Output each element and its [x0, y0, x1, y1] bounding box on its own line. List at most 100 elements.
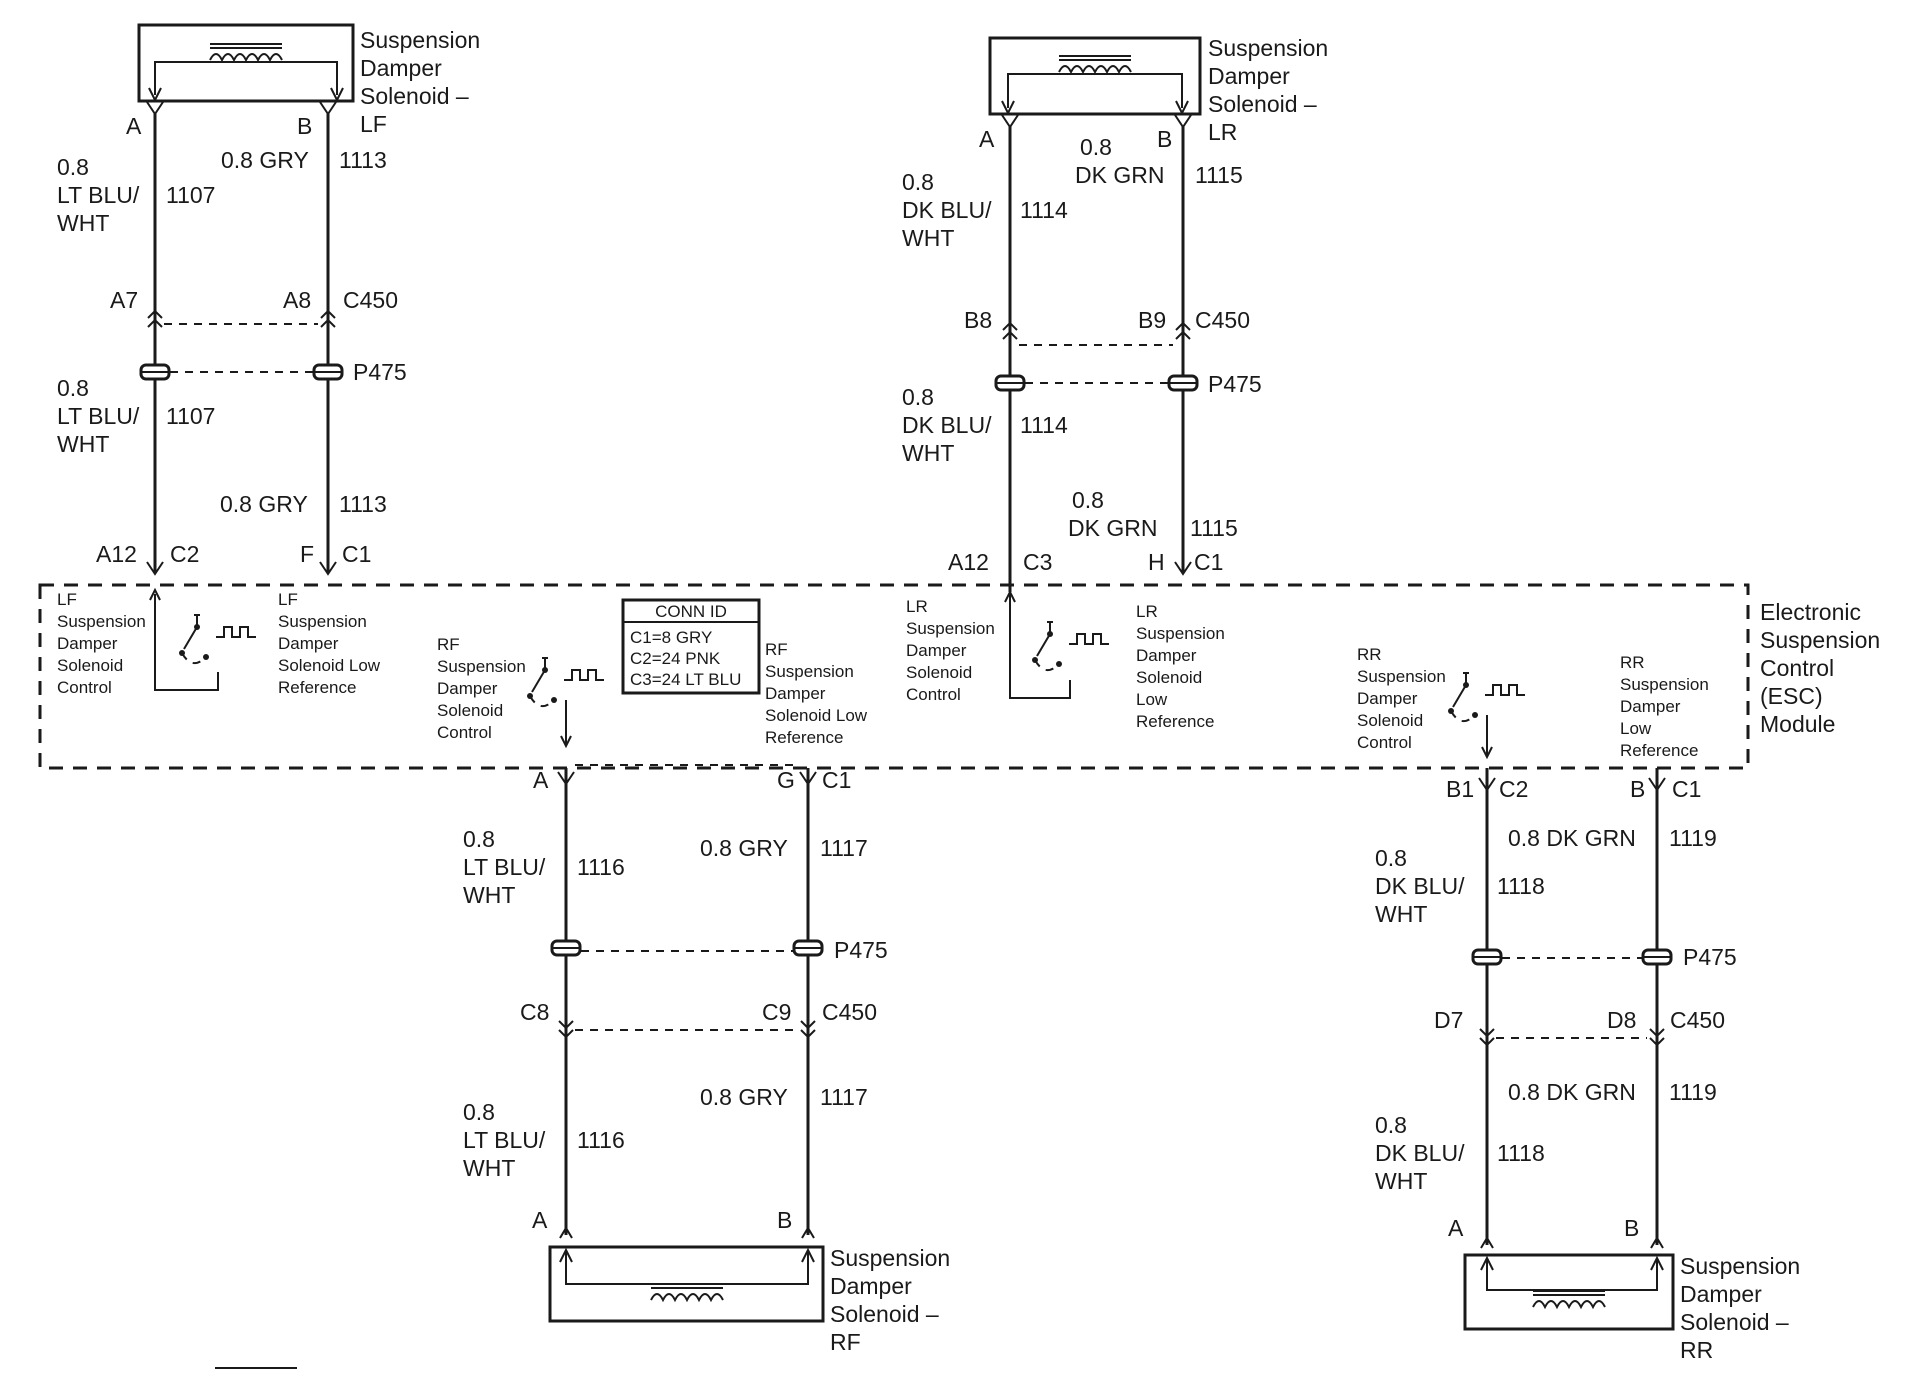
rr-c450-b: D8 [1607, 1007, 1636, 1033]
rf-solenoid-line-3: Solenoid – [830, 1301, 939, 1327]
rf-ctrl-label-2: Suspension [437, 657, 526, 676]
lr-a-color-1: DK BLU/ [902, 197, 992, 223]
lr-c450-label: C450 [1195, 307, 1250, 333]
rr-a-size: 0.8 [1375, 845, 1407, 871]
rf-p475-label: P475 [834, 937, 888, 963]
rr-a-color-1: DK BLU/ [1375, 873, 1465, 899]
lr-a2-color-1: DK BLU/ [902, 412, 992, 438]
rr-low-label-1: RR [1620, 653, 1645, 672]
lf-a-size: 0.8 [57, 154, 89, 180]
rr-ctrl-label-2: Suspension [1357, 667, 1446, 686]
rf-ctrl-label-3: Damper [437, 679, 498, 698]
esc-pin-rf-ctrl: A [533, 767, 549, 793]
esc-name-1: Electronic [1760, 599, 1861, 625]
rr-ctrl-label-4: Solenoid [1357, 711, 1423, 730]
lr-a2-color-2: WHT [902, 440, 954, 466]
lr-b2-circuit: 1115 [1190, 515, 1238, 541]
rr-a-color-2: WHT [1375, 901, 1427, 927]
lf-b2-label: 0.8 GRY [220, 491, 308, 517]
lr-p475-label: P475 [1208, 371, 1262, 397]
rf-b2-circuit: 1117 [820, 1084, 868, 1110]
lr-b-size: 0.8 [1080, 134, 1112, 160]
switch-icon [1447, 672, 1526, 723]
rf-driver: RF Suspension Damper Solenoid Control RF… [437, 635, 868, 749]
rf-b-circuit: 1117 [820, 835, 868, 861]
esc-pin-lf-low: F [300, 541, 314, 567]
lf-a-circuit: 1107 [166, 182, 215, 208]
esc-name-3: Control [1760, 655, 1834, 681]
lr-low-label-1: LR [1136, 602, 1158, 621]
rr-a2-size: 0.8 [1375, 1112, 1407, 1138]
rf-a2-color-2: WHT [463, 1155, 515, 1181]
lf-p475-label: P475 [353, 359, 407, 385]
rf-a2-circuit: 1116 [577, 1127, 625, 1153]
rr-a2-circuit: 1118 [1497, 1140, 1545, 1166]
rf-ctrl-label-5: Control [437, 723, 492, 742]
esc-pin-lf-ctrl: A12 [96, 541, 137, 567]
rr-a2-color-2: WHT [1375, 1168, 1427, 1194]
rr-solenoid-line-4: RR [1680, 1337, 1713, 1363]
rr-solenoid-line-1: Suspension [1680, 1253, 1800, 1279]
rr-low-label-4: Low [1620, 719, 1652, 738]
lr-a-color-2: WHT [902, 225, 954, 251]
lf-driver: LF Suspension Damper Solenoid Control LF… [57, 587, 381, 697]
lr-low-label-4: Solenoid [1136, 668, 1202, 687]
splice-icon [792, 939, 824, 957]
rr-solenoid-line-3: Solenoid – [1680, 1309, 1789, 1335]
lr-solenoid-line-2: Damper [1208, 63, 1290, 89]
lr-b-color: DK GRN [1075, 162, 1164, 188]
rf-pin-a: A [532, 1207, 548, 1233]
esc-conn-rr-ctrl: C2 [1499, 776, 1528, 802]
rf-b2-label: 0.8 GRY [700, 1084, 788, 1110]
lr-pin-a: A [979, 126, 995, 152]
rr-low-label-5: Reference [1620, 741, 1698, 760]
esc-conn-rf-low: C1 [822, 767, 851, 793]
lf-ctrl-label-5: Control [57, 678, 112, 697]
lr-a-circuit: 1114 [1020, 197, 1068, 223]
splice-icon [1167, 374, 1199, 392]
conn-id-title: CONN ID [655, 602, 727, 621]
conn-id-line-1: C1=8 GRY [630, 628, 712, 647]
lr-ctrl-label-5: Control [906, 685, 961, 704]
rr-ctrl-label-5: Control [1357, 733, 1412, 752]
lr-low-label-2: Suspension [1136, 624, 1225, 643]
lr-pin-b: B [1157, 126, 1172, 152]
switch-icon [526, 657, 605, 708]
lr-ctrl-label-2: Suspension [906, 619, 995, 638]
lr-ctrl-label-1: LR [906, 597, 928, 616]
lr-low-label-3: Damper [1136, 646, 1197, 665]
esc-name-5: Module [1760, 711, 1835, 737]
lf-c450-a: A7 [110, 287, 138, 313]
rf-ctrl-label-1: RF [437, 635, 460, 654]
conn-id-box: CONN ID C1=8 GRY C2=24 PNK C3=24 LT BLU [621, 598, 761, 695]
switch-icon [1031, 621, 1110, 672]
rr-b2-label: 0.8 DK GRN [1508, 1079, 1636, 1105]
esc-pin-rf-low: G [777, 767, 795, 793]
rr-ctrl-label-3: Damper [1357, 689, 1418, 708]
rf-low-label-5: Reference [765, 728, 843, 747]
rf-ctrl-label-4: Solenoid [437, 701, 503, 720]
rr-b-circuit: 1119 [1669, 825, 1717, 851]
rf-solenoid-line-4: RF [830, 1329, 861, 1355]
rf-a-circuit: 1116 [577, 854, 625, 880]
lr-solenoid-line-4: LR [1208, 119, 1237, 145]
lf-circuit: A B 0.8 LT BLU/ WHT 1107 0.8 GRY 1113 A7… [57, 101, 407, 575]
lf-solenoid-line-4: LF [360, 111, 387, 137]
rr-c450-a: D7 [1434, 1007, 1463, 1033]
lf-pin-b: B [297, 113, 312, 139]
rr-ctrl-label-1: RR [1357, 645, 1382, 664]
rr-solenoid-line-2: Damper [1680, 1281, 1762, 1307]
rf-pin-b: B [777, 1207, 792, 1233]
rf-low-label-2: Suspension [765, 662, 854, 681]
lr-c450-b: B9 [1138, 307, 1166, 333]
rf-a2-size: 0.8 [463, 1099, 495, 1125]
esc-conn-lf-ctrl: C2 [170, 541, 199, 567]
lr-a2-circuit: 1114 [1020, 412, 1068, 438]
lr-solenoid-line-1: Suspension [1208, 35, 1328, 61]
rf-a-color-1: LT BLU/ [463, 854, 546, 880]
lr-low-label-5: Low [1136, 690, 1168, 709]
rr-a2-color-1: DK BLU/ [1375, 1140, 1465, 1166]
lf-c450-label: C450 [343, 287, 398, 313]
rr-driver: RR Suspension Damper Solenoid Control RR… [1357, 645, 1709, 760]
